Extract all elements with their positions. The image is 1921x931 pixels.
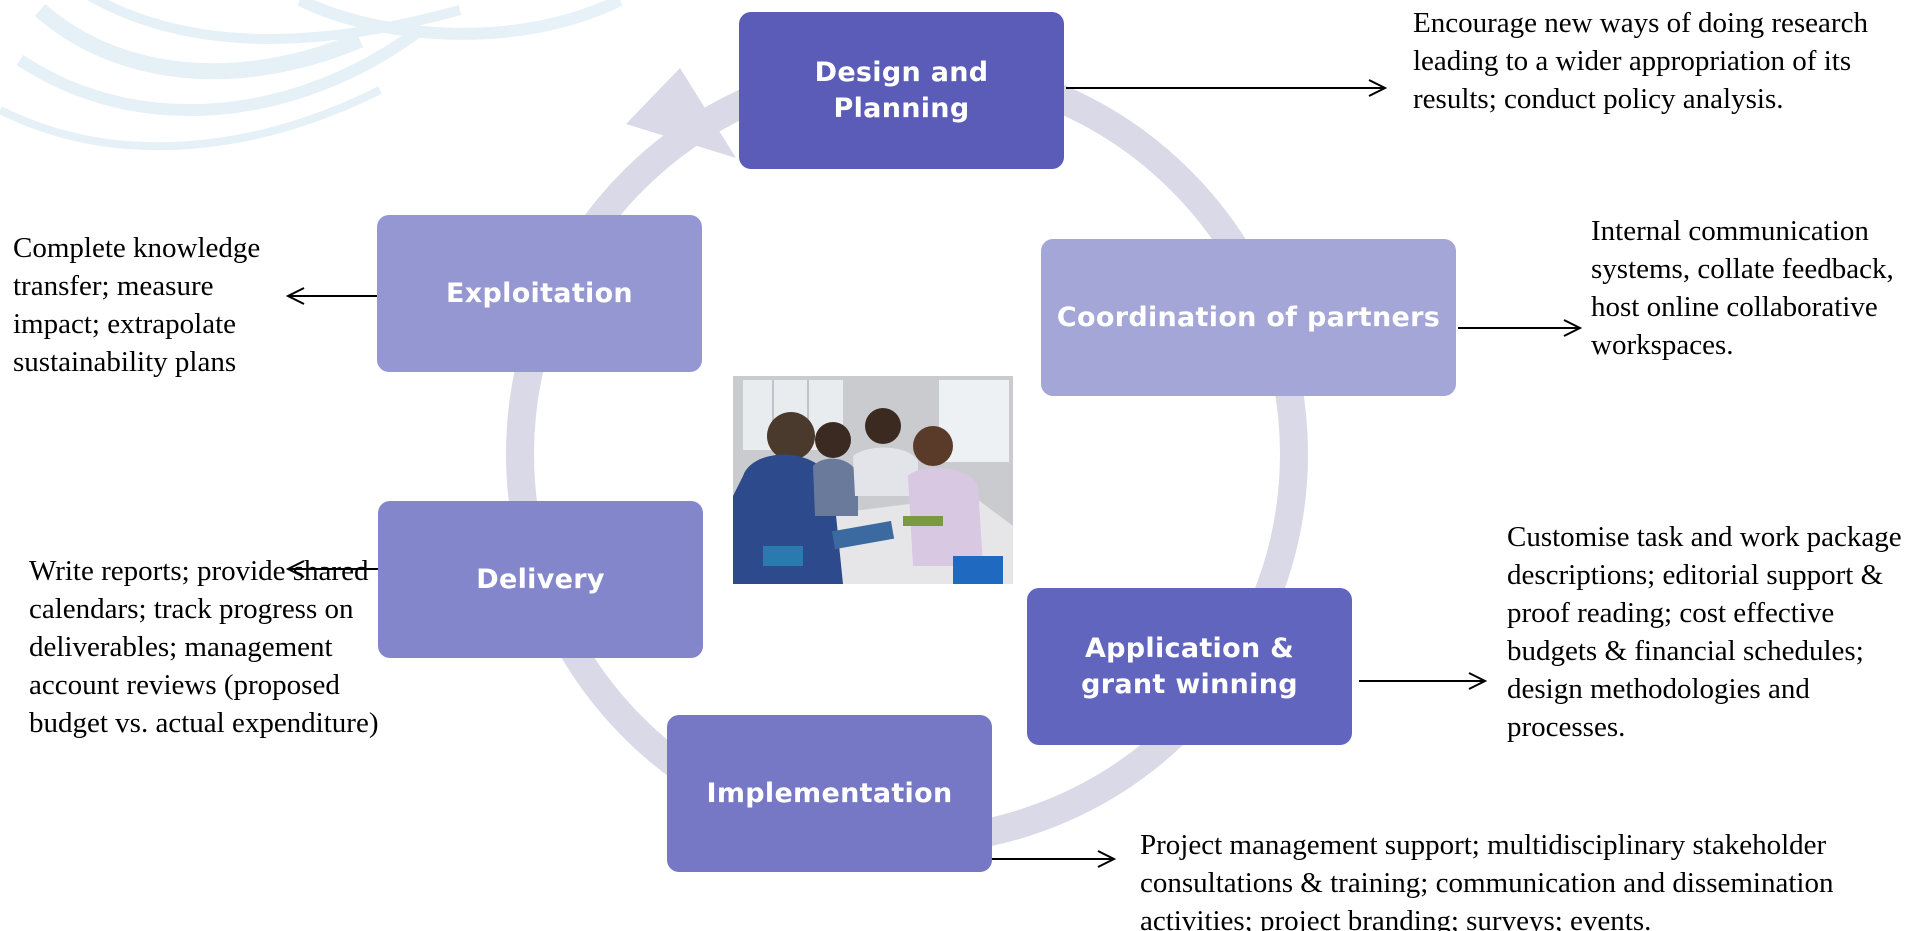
stage-design-and-planning: Design and Planning	[739, 12, 1064, 169]
stage-coordination-of-partners: Coordination of partners	[1041, 239, 1456, 396]
stage-label-coordination-of-partners: Coordination of partners	[1056, 301, 1441, 333]
team-meeting-photo	[733, 376, 1013, 584]
desc-design-and-planning: Encourage new ways of doing research lea…	[1413, 7, 1868, 115]
stage-label-exploitation: Exploitation	[446, 277, 633, 309]
desc-application-and-grant-winning: Customise task and work package descript…	[1507, 521, 1902, 743]
stage-label-delivery: Delivery	[476, 563, 605, 595]
stage-label-design-and-planning: Design and Planning	[814, 57, 989, 124]
desc-coordination-of-partners: Internal communication systems, collate …	[1591, 215, 1894, 361]
stage-delivery: Delivery	[378, 501, 703, 658]
stage-label-application-and-grant-winning: Application & grant winning	[1081, 633, 1298, 700]
stage-application-and-grant-winning: Application & grant winning	[1027, 588, 1352, 745]
stage-implementation: Implementation	[667, 715, 992, 872]
stage-label-implementation: Implementation	[706, 777, 953, 809]
cycle-arrowhead	[626, 68, 736, 158]
swirl-watermark	[0, 0, 623, 151]
desc-delivery: Write reports; provide shared calendars;…	[29, 555, 379, 739]
desc-exploitation: Complete knowledge transfer; measure imp…	[13, 232, 261, 378]
stage-exploitation: Exploitation	[377, 215, 702, 372]
desc-implementation: Project management support; multidiscipl…	[1140, 829, 1834, 931]
